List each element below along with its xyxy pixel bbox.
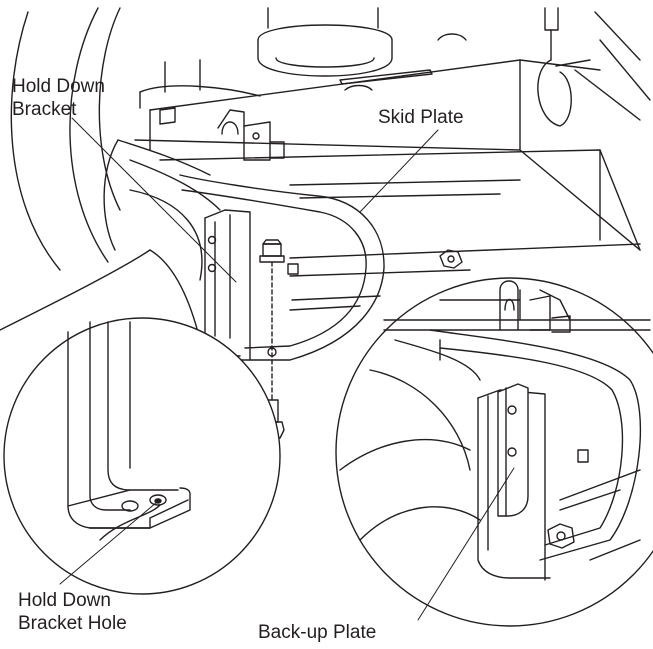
leader-hold-down-bracket-hole: [59, 501, 158, 585]
backup-plate-detail-inset: [335, 277, 653, 627]
label-hold-down-bracket-line2: Bracket: [12, 99, 77, 120]
machine-background: [0, 7, 651, 439]
label-hold-down-bracket-hole: Hold Down Bracket Hole: [18, 589, 127, 635]
label-skid-plate-text: Skid Plate: [378, 107, 464, 128]
leader-backup-plate: [417, 467, 515, 621]
bracket-detail-inset: [3, 317, 281, 595]
label-skid-plate: Skid Plate: [378, 106, 464, 129]
leader-lines: [59, 117, 515, 621]
leader-hold-down-bracket: [71, 117, 237, 283]
label-hold-down-bracket-hole-line1: Hold Down: [18, 590, 111, 611]
label-backup-plate-text: Back-up Plate: [258, 622, 377, 643]
label-hold-down-bracket: Hold Down Bracket: [12, 75, 105, 121]
label-hold-down-bracket-hole-line2: Bracket Hole: [18, 613, 127, 634]
label-backup-plate: Back-up Plate: [258, 621, 376, 644]
leader-skid-plate: [359, 129, 439, 213]
label-hold-down-bracket-line1: Hold Down: [12, 76, 105, 97]
